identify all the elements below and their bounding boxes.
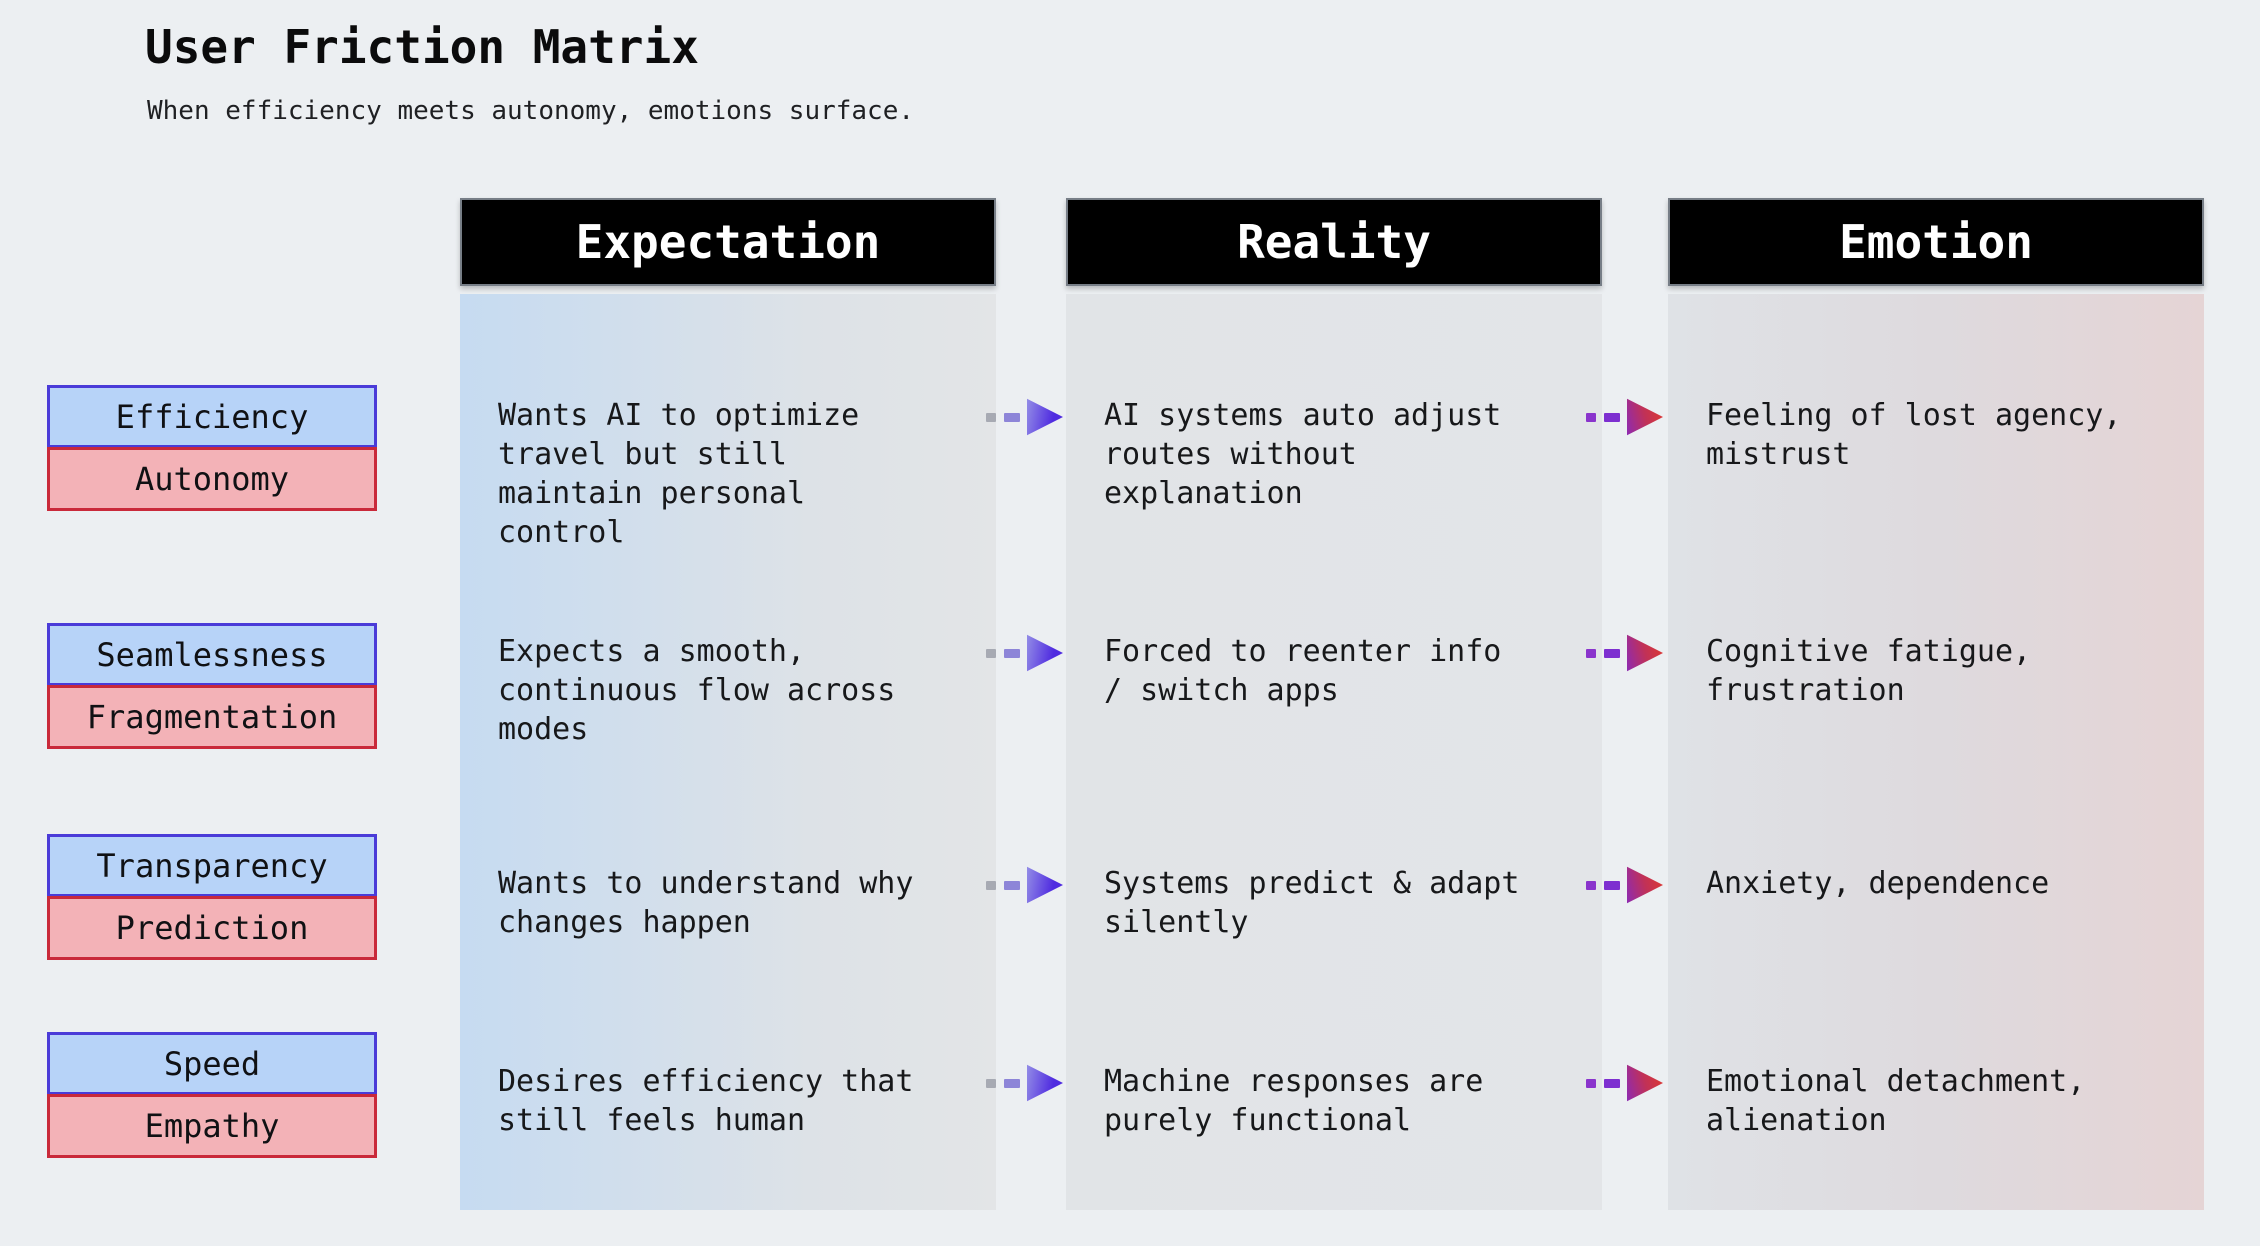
- emotion-column-panel: [1668, 294, 2204, 1210]
- cell-reality-row4: Machine responses are purely functional: [1104, 1064, 1484, 1138]
- row-term-pair-4: Speed Empathy: [47, 1032, 377, 1158]
- arrowhead-right-icon: [1027, 1064, 1063, 1102]
- cell-reality-row3: Systems predict & adapt silently: [1104, 866, 1520, 940]
- arrow-dash: [1004, 648, 1020, 658]
- row-term-pair-3: Transparency Prediction: [47, 834, 377, 960]
- arrowhead-right-icon: [1027, 398, 1063, 436]
- reality-to-emotion-arrow-icon: [1586, 1064, 1666, 1102]
- term-seamlessness: Seamlessness: [47, 623, 377, 686]
- reality-column-panel: [1066, 294, 1602, 1210]
- term-efficiency: Efficiency: [47, 385, 377, 448]
- arrow-dash: [1604, 880, 1620, 890]
- reality-to-emotion-arrow-icon: [1586, 634, 1666, 672]
- term-transparency: Transparency: [47, 834, 377, 897]
- cell-expectation-row2: Expects a smooth, continuous flow across…: [498, 634, 896, 747]
- expectation-to-reality-arrow-icon: [986, 866, 1066, 904]
- row-term-pair-2: Seamlessness Fragmentation: [47, 623, 377, 749]
- column-header-expectation: Expectation: [460, 198, 996, 286]
- arrow-dash: [1004, 412, 1020, 422]
- arrow-dash: [1004, 1078, 1020, 1088]
- arrow-dash: [986, 648, 996, 658]
- cell-emotion-row1: Feeling of lost agency, mistrust: [1706, 398, 2122, 472]
- column-header-emotion: Emotion: [1668, 198, 2204, 286]
- arrow-dash: [1586, 880, 1596, 890]
- arrowhead-right-icon: [1627, 398, 1663, 436]
- cell-emotion-row4: Emotional detachment, alienation: [1706, 1064, 2086, 1138]
- expectation-column-panel: [460, 294, 996, 1210]
- arrowhead-right-icon: [1627, 866, 1663, 904]
- term-empathy: Empathy: [47, 1094, 377, 1158]
- row-term-pair-1: Efficiency Autonomy: [47, 385, 377, 511]
- arrow-dash: [986, 880, 996, 890]
- arrow-dash: [1604, 648, 1620, 658]
- arrowhead-right-icon: [1027, 634, 1063, 672]
- term-speed: Speed: [47, 1032, 377, 1095]
- arrow-dash: [1586, 1078, 1596, 1088]
- arrow-dash: [1586, 412, 1596, 422]
- column-header-reality: Reality: [1066, 198, 1602, 286]
- page-subtitle: When efficiency meets autonomy, emotions…: [147, 96, 915, 126]
- expectation-to-reality-arrow-icon: [986, 398, 1066, 436]
- arrow-dash: [1586, 648, 1596, 658]
- reality-to-emotion-arrow-icon: [1586, 398, 1666, 436]
- term-fragmentation: Fragmentation: [47, 685, 377, 749]
- arrow-dash: [986, 1078, 996, 1088]
- term-autonomy: Autonomy: [47, 447, 377, 511]
- arrow-dash: [1604, 412, 1620, 422]
- cell-reality-row2: Forced to reenter info / switch apps: [1104, 634, 1502, 708]
- cell-expectation-row4: Desires efficiency that still feels huma…: [498, 1064, 914, 1138]
- arrow-dash: [1604, 1078, 1620, 1088]
- reality-to-emotion-arrow-icon: [1586, 866, 1666, 904]
- term-prediction: Prediction: [47, 896, 377, 960]
- cell-expectation-row1: Wants AI to optimize travel but still ma…: [498, 398, 860, 550]
- page-title: User Friction Matrix: [145, 20, 699, 74]
- cell-emotion-row3: Anxiety, dependence: [1706, 866, 2050, 901]
- arrowhead-right-icon: [1627, 634, 1663, 672]
- cell-reality-row1: AI systems auto adjust routes without ex…: [1104, 398, 1502, 511]
- cell-expectation-row3: Wants to understand why changes happen: [498, 866, 914, 940]
- cell-emotion-row2: Cognitive fatigue, frustration: [1706, 634, 2032, 708]
- arrow-dash: [1004, 880, 1020, 890]
- expectation-to-reality-arrow-icon: [986, 1064, 1066, 1102]
- expectation-to-reality-arrow-icon: [986, 634, 1066, 672]
- arrowhead-right-icon: [1027, 866, 1063, 904]
- arrowhead-right-icon: [1627, 1064, 1663, 1102]
- arrow-dash: [986, 412, 996, 422]
